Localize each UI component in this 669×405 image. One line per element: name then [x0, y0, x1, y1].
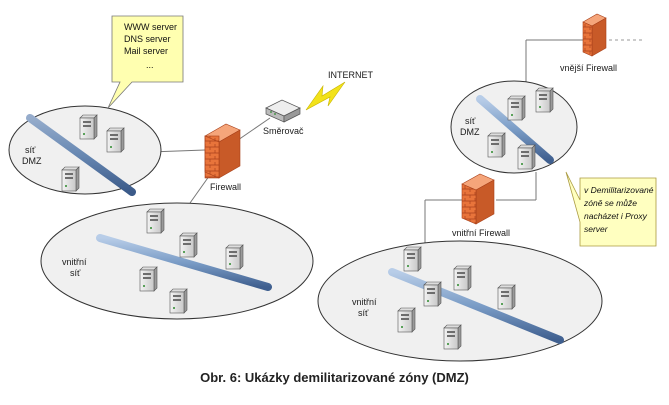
internal-server-icon	[403, 246, 422, 272]
internal-server-icon	[139, 266, 158, 292]
internal-label-right-1: vnitřní	[352, 297, 377, 307]
dmz-server-icon	[61, 166, 80, 192]
internal-label-right-2: síť	[358, 308, 369, 318]
proxy-note-line-3: nacházet i Proxy	[584, 211, 648, 221]
internal-server-icon	[497, 284, 516, 310]
dmz-server-icon	[535, 87, 554, 113]
internal-bus-right	[388, 268, 564, 344]
internal-server-icon	[179, 232, 198, 258]
firewall-label-left: Firewall	[210, 182, 241, 192]
dmz-label-left-1: síť	[25, 145, 36, 155]
internal-server-icon	[225, 244, 244, 270]
dmz-label-right-1: síť	[465, 116, 476, 126]
dmz-bus-right	[476, 95, 554, 164]
internal-server-icon	[146, 208, 165, 234]
outer-firewall-icon	[582, 13, 607, 57]
internal-label-left-1: vnitřní	[62, 257, 87, 267]
internal-server-icon	[397, 307, 416, 333]
internal-server-icon	[443, 324, 462, 350]
dmz-label-left-2: DMZ	[22, 156, 42, 166]
proxy-note	[565, 171, 657, 247]
internal-bus-left	[96, 234, 272, 291]
internal-server-icon	[423, 281, 442, 307]
link-firewall-router	[237, 117, 271, 141]
router-icon	[265, 99, 301, 123]
dmz-bus-left	[26, 114, 136, 196]
dmz-server-icon	[487, 132, 506, 158]
internet-bolt-icon	[305, 81, 346, 111]
callout-line-2: DNS server	[124, 34, 171, 44]
dmz-diagram: síť DMZ WWW server DNS server Mail serve…	[8, 13, 657, 362]
internal-server-icon	[453, 265, 472, 291]
dmz-label-right-2: DMZ	[460, 127, 480, 137]
proxy-note-line-1: v Demilitarizované	[584, 185, 654, 195]
internal-label-left-2: síť	[70, 268, 81, 278]
dmz-server-icon	[517, 144, 536, 170]
proxy-note-line-2: zóně se může	[583, 198, 637, 208]
router-label: Směrovač	[263, 126, 304, 136]
outer-firewall-label: vnější Firewall	[560, 63, 617, 73]
callout-line-3: Mail server	[124, 46, 168, 56]
dmz-server-icon	[507, 95, 526, 121]
callout-line-1: WWW server	[124, 22, 177, 32]
internal-server-icon	[169, 288, 188, 314]
proxy-note-line-4: server	[584, 224, 609, 234]
dmz-server-icon	[106, 127, 125, 153]
inner-firewall-label: vnitřní Firewall	[452, 228, 510, 238]
dmz-server-icon	[79, 114, 98, 140]
callout-line-4: ...	[146, 60, 154, 70]
figure-caption: Obr. 6: Ukázky demilitarizované zóny (DM…	[200, 370, 469, 385]
inner-firewall-icon	[461, 173, 495, 225]
firewall-icon	[204, 123, 241, 179]
server-callout	[107, 15, 184, 109]
internet-label: INTERNET	[328, 70, 374, 80]
